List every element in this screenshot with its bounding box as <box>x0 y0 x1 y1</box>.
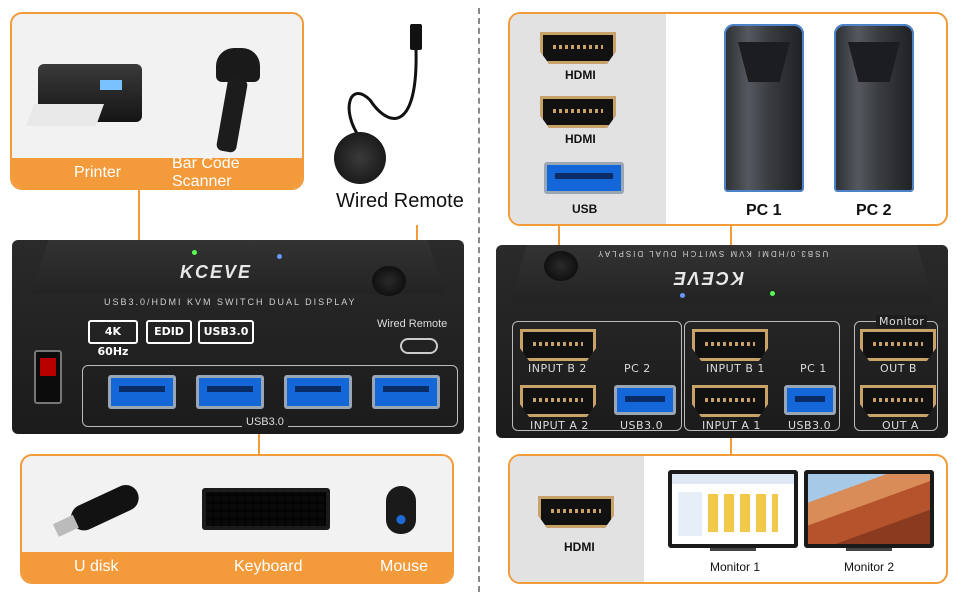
monitor2-image <box>804 470 934 548</box>
remote-port-label: Wired Remote <box>377 318 448 330</box>
pc2-port-label: PC 2 <box>624 362 651 375</box>
input-b1-label: INPUT B 1 <box>706 362 765 375</box>
pc2-image <box>834 24 914 192</box>
usb-disk-image <box>46 474 150 551</box>
badge-4k: 4K 60Hz <box>88 320 138 358</box>
usb-a1-label: USB3.0 <box>788 419 832 432</box>
usb-port-3[interactable] <box>284 375 352 409</box>
usb-a2-label: USB3.0 <box>620 419 664 432</box>
hdmi-label-bottom: HDMI <box>564 540 595 554</box>
kvm-brand: KCEVE <box>180 262 253 282</box>
connector-bottom-right <box>730 438 732 456</box>
udisk-label: U disk <box>74 558 119 575</box>
mouse-label: Mouse <box>380 558 429 575</box>
center-divider <box>478 8 480 592</box>
usb-a1-port[interactable] <box>784 385 836 415</box>
out-a-label: OUT A <box>882 419 919 432</box>
monitor-label: Monitor <box>876 315 928 328</box>
pc1-port-label: PC 1 <box>800 362 827 375</box>
barcode-scanner-label: Bar Code Scanner <box>172 155 240 190</box>
monitor1-label: Monitor 1 <box>710 560 761 574</box>
kvm-brand-rear: KCEVE <box>672 268 745 288</box>
out-b-port[interactable] <box>860 329 936 361</box>
wired-remote-caption: Wired Remote <box>336 190 464 212</box>
peripherals-top-panel: Printer Bar Code Scanner <box>10 12 304 190</box>
pc1-label: PC 1 <box>746 202 782 219</box>
peripherals-top-labels: Printer Bar Code Scanner <box>12 155 302 190</box>
peripherals-bottom-labels: U disk Keyboard Mouse <box>22 552 452 582</box>
monitor2-label: Monitor 2 <box>844 560 895 574</box>
usb-label-top: USB <box>572 202 598 216</box>
usb-port-4[interactable] <box>372 375 440 409</box>
mouse-image <box>386 486 416 534</box>
pc1-image <box>724 24 804 192</box>
out-a-port[interactable] <box>860 385 936 417</box>
connector-bottom-left <box>258 425 260 455</box>
monitor2-stand <box>846 548 892 551</box>
remote-port[interactable] <box>400 338 438 354</box>
hdmi-port-bottom <box>538 496 614 528</box>
usb-a2-port[interactable] <box>614 385 676 415</box>
input-a1-label: INPUT A 1 <box>702 419 761 432</box>
kvm-model-line: USB3.0/HDMI KVM SWITCH DUAL DISPLAY <box>104 297 357 307</box>
pc2-label: PC 2 <box>856 202 892 219</box>
frame-pc1 <box>684 321 840 431</box>
hdmi-port-1 <box>540 32 616 64</box>
badge-edid: EDID <box>146 320 192 344</box>
inputs-top-panel: HDMI HDMI USB PC 1 PC 2 <box>508 12 948 226</box>
input-b2-label: INPUT B 2 <box>528 362 587 375</box>
monitor1-stand <box>710 548 756 551</box>
hdmi-port-2 <box>540 96 616 128</box>
hdmi-label-1: HDMI <box>565 68 596 82</box>
out-b-label: OUT B <box>880 362 917 375</box>
input-a1-port[interactable] <box>692 385 768 417</box>
barcode-scanner-image <box>208 44 268 154</box>
wired-remote-image <box>330 20 440 185</box>
usb-label: USB3.0 <box>242 416 288 428</box>
keyboard-image <box>202 488 330 530</box>
printer-label: Printer <box>74 164 122 181</box>
kvm-switch-rear: KCEVE USB3.0/HDMI KVM SWITCH DUAL DISPLA… <box>496 245 948 438</box>
kvm-knob-rear <box>544 251 578 281</box>
printer-image <box>25 54 148 136</box>
kvm-knob[interactable] <box>372 266 406 296</box>
input-b1-port[interactable] <box>692 329 768 361</box>
hdmi-label-2: HDMI <box>565 132 596 146</box>
input-a2-label: INPUT A 2 <box>530 419 589 432</box>
frame-pc2 <box>512 321 682 431</box>
peripherals-bottom-panel: U disk Keyboard Mouse <box>20 454 454 584</box>
kvm-switch-front: KCEVE USB3.0/HDMI KVM SWITCH DUAL DISPLA… <box>12 240 464 434</box>
kvm-model-line-rear: USB3.0/HDMI KVM SWITCH DUAL DISPLAY <box>596 249 829 258</box>
outputs-bottom-panel: HDMI Monitor 1 Monitor 2 <box>508 454 948 584</box>
input-a2-port[interactable] <box>520 385 596 417</box>
keyboard-label: Keyboard <box>234 558 303 575</box>
monitor1-image <box>668 470 798 548</box>
input-b2-port[interactable] <box>520 329 596 361</box>
power-switch[interactable] <box>34 350 62 404</box>
usb-port-1[interactable] <box>108 375 176 409</box>
usb-port-top <box>544 162 624 194</box>
usb-port-2[interactable] <box>196 375 264 409</box>
badge-usb3: USB3.0 <box>198 320 254 344</box>
